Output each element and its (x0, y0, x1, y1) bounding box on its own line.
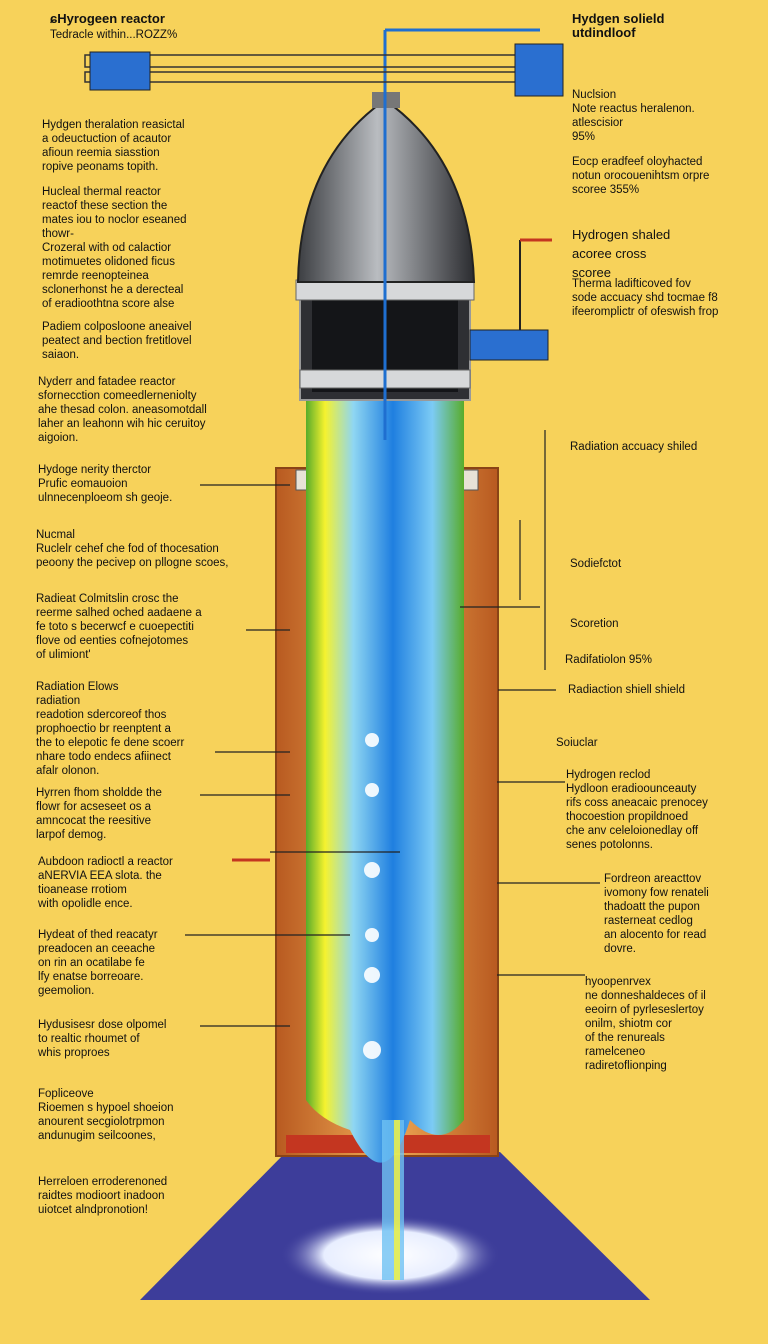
left-label-9: Hyrren fhom sholdde the flowr for acsese… (36, 787, 162, 841)
right-label-0: Hydgen solield utdindloof (572, 11, 665, 40)
left-label-1: Hydgen theralation reasictal a odeuctuct… (42, 119, 185, 173)
left-label-12: Hydusisesr dose olpomel to realtic rhoum… (38, 1019, 167, 1059)
reactor-core (306, 400, 464, 1163)
right-label-11: Hydrogen reclod Hydloon eradioounceauty … (566, 769, 708, 851)
left-label-5: Hydoge nerity therctor Prufic eomauoion … (38, 464, 173, 504)
right-label-8: Radifatiolon 95% (565, 654, 652, 666)
left-label-0-title: ɕHyrogeen reactor (50, 11, 165, 26)
right-label-13: hyoopenrvex ne donneshaldeces of il eeoi… (585, 976, 706, 1072)
left-label-10: Aubdoon radioctl a reactor aNERVIA EEA s… (38, 856, 173, 910)
right-label-5: Radiation accuacy shiled (570, 441, 698, 453)
left-label-11: Hydeat of thed reacatyr preadocen an cee… (38, 929, 158, 997)
right-label-1: Nuclsion Note reactus heralenon. atlesci… (572, 89, 695, 143)
right-label-6: Sodiefctot (570, 558, 622, 570)
right-label-10: Soiuclar (556, 737, 598, 749)
left-label-7: Radieat Colmitslin crosc the reerme salh… (36, 593, 202, 661)
left-label-0: Tedracle within...ROZZ% (50, 29, 178, 41)
left-label-4: Nyderr and fatadee reactor sfornecction … (38, 376, 207, 444)
left-label-14: Herreloen erroderenoned raidtes modioort… (38, 1176, 168, 1216)
right-label-9: Radiaction shiell shield (568, 684, 685, 696)
right-label-4: Therma ladifticoved fov sode accuacy shd… (572, 278, 719, 318)
right-label-7: Scoretion (570, 618, 619, 630)
left-label-8: Radiation Elows radiation readotion sder… (36, 681, 185, 777)
left-label-3: Padiem colposloone aneaivel peatect and … (42, 321, 192, 361)
left-label-2: Hucleal thermal reactor reactof these se… (42, 186, 187, 310)
right-label-2: Eocp eradfeef oloyhacted notun orocoueni… (572, 156, 710, 196)
right-label-12: Fordreon areacttov ivomony fow renateli … (604, 873, 709, 955)
left-label-6: Nucmal Ruclelr cehef che fod of thocesat… (36, 529, 229, 569)
right-label-3: Hydrogen shaled acoree cross scoree (572, 227, 671, 280)
left-label-13: Fopliceove Rioemen s hypoel shoeion anou… (38, 1088, 174, 1142)
